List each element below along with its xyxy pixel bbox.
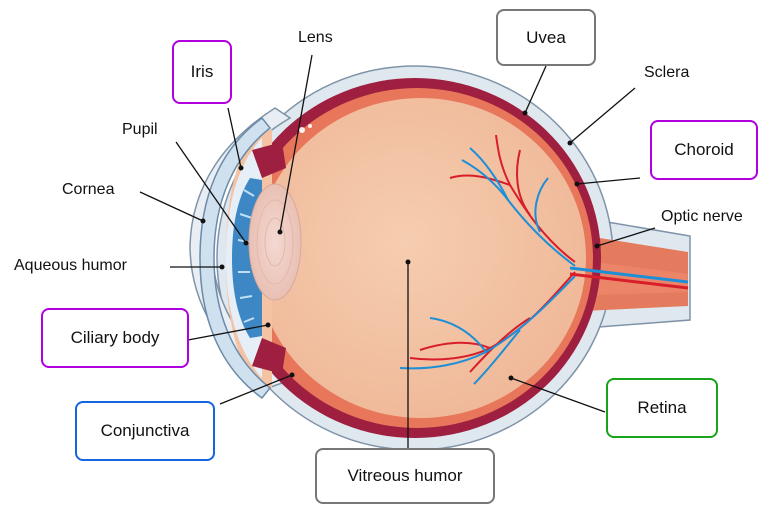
box-choroid: Choroid [650,120,758,180]
box-iris: Iris [172,40,232,104]
box-uvea: Uvea [496,9,596,66]
label-cornea: Cornea [62,182,114,198]
box-retina: Retina [606,378,718,438]
label-sclera: Sclera [644,65,689,81]
box-conjunctiva: Conjunctiva [75,401,215,461]
vitreous-shape [256,98,586,418]
label-lens: Lens [298,30,333,46]
label-aqueous-humor: Aqueous humor [14,258,127,274]
label-pupil: Pupil [122,122,158,138]
box-vitreous-humor: Vitreous humor [315,448,495,504]
leader-cornea [140,192,203,221]
leader-sclera [570,88,635,143]
label-optic-nerve: Optic nerve [661,209,743,225]
box-ciliary-body: Ciliary body [41,308,189,368]
